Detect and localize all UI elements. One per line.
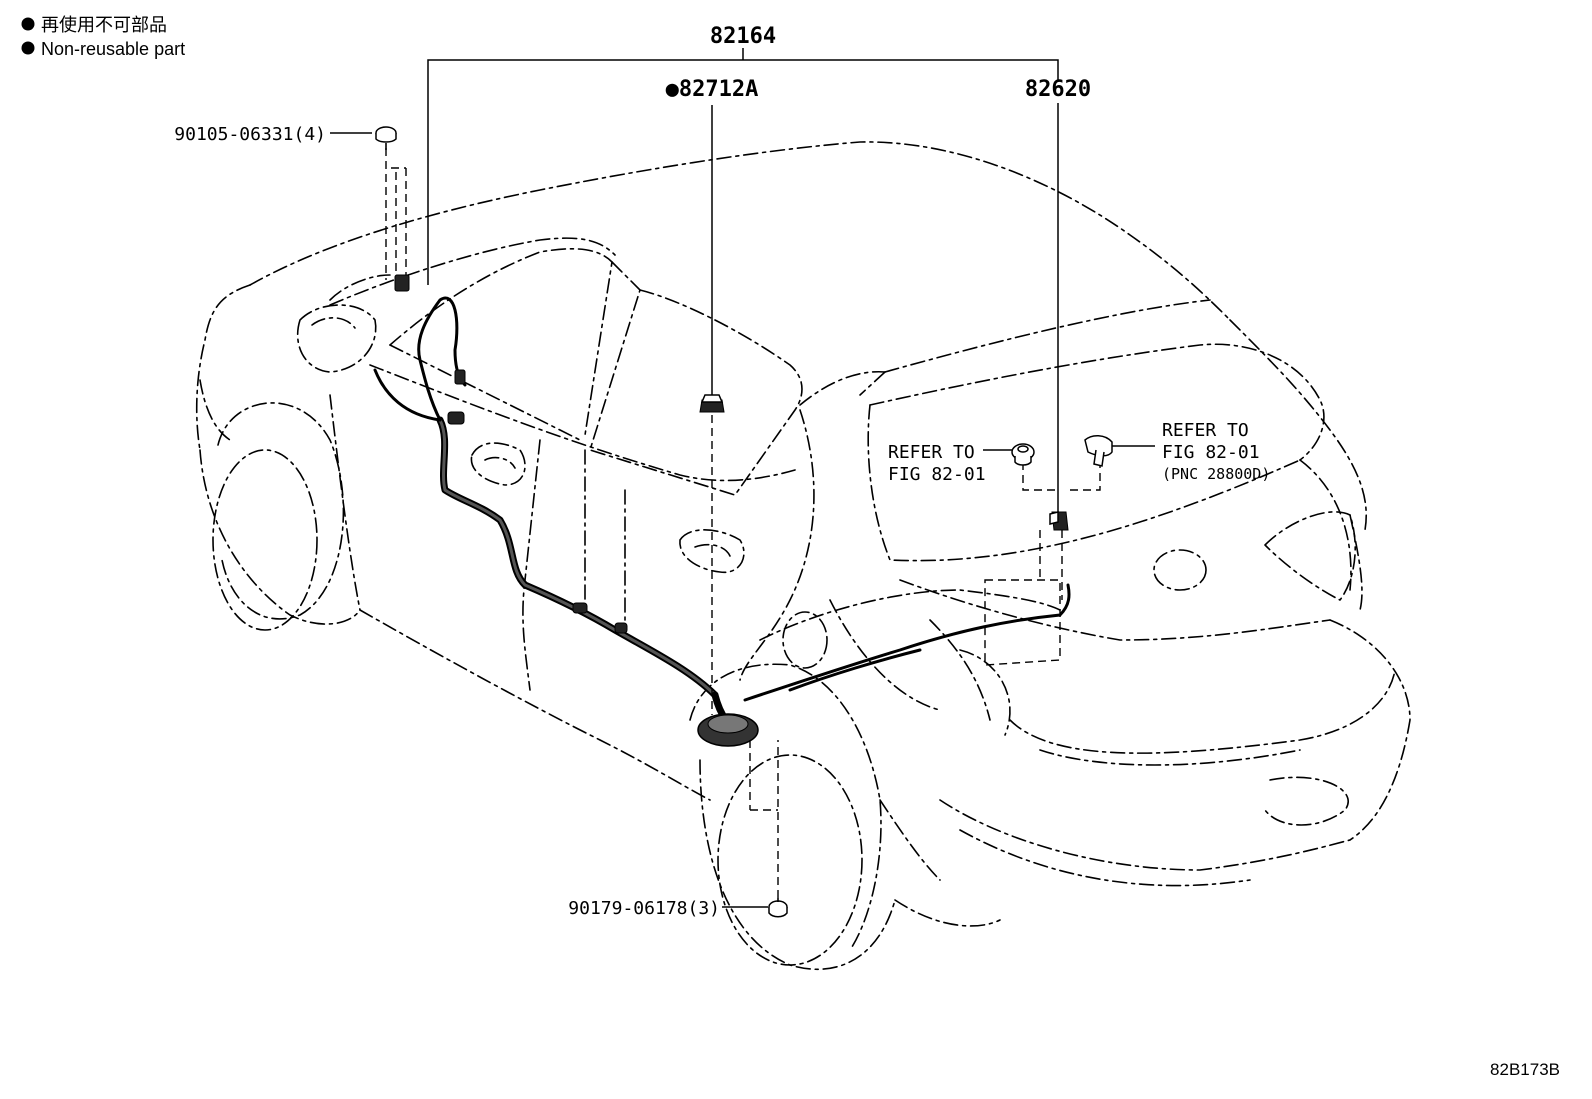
part-number-82620: 82620 — [1025, 77, 1091, 102]
part-number-screw-bottom: 90179-06178(3) — [568, 898, 720, 919]
legend: 再使用不可部品 Non-reusable part — [21, 15, 185, 59]
refer-right-line2: FIG 82-01 — [1162, 442, 1260, 463]
legend-english: Non-reusable part — [41, 39, 185, 59]
connector-icon — [1084, 435, 1113, 467]
vehicle-outline — [195, 141, 1411, 970]
non-reusable-bullet-icon — [21, 17, 35, 31]
parts — [375, 126, 1113, 918]
labels: 82164 ●82712A 82620 90105-06331(4) 90179… — [174, 24, 1560, 1079]
clamp-icon — [1049, 511, 1069, 531]
wire-harness — [373, 274, 1071, 747]
grommet-icon — [1011, 443, 1035, 466]
legend-japanese: 再使用不可部品 — [41, 15, 167, 35]
part-number-screw-top: 90105-06331(4) — [174, 124, 326, 145]
refer-left-line2: FIG 82-01 — [888, 464, 986, 485]
part-number-82712a: ●82712A — [666, 77, 759, 102]
screw-icon — [768, 898, 788, 918]
screw-icon — [375, 126, 397, 150]
figure-id: 82B173B — [1490, 1060, 1560, 1079]
part-number-82164: 82164 — [710, 24, 776, 49]
clip-icon — [699, 394, 725, 413]
refer-right-line1: REFER TO — [1162, 420, 1249, 441]
refer-right-line3: (PNC 28800D) — [1162, 465, 1270, 483]
non-reusable-bullet-icon — [21, 41, 35, 55]
leader-lines — [330, 48, 1155, 908]
refer-left-line1: REFER TO — [888, 442, 975, 463]
